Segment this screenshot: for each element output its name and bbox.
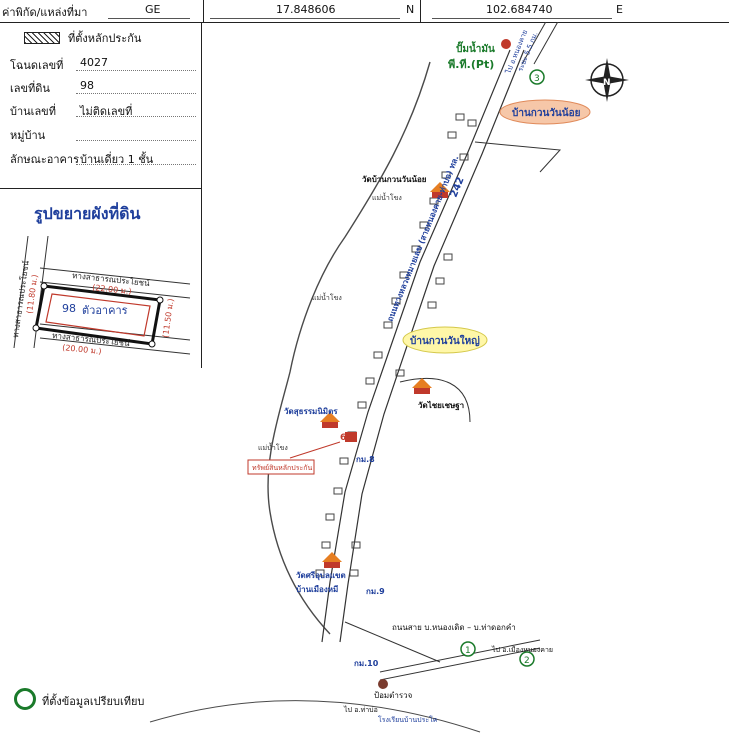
police-box-label: ป้อมตำรวจ <box>374 691 413 700</box>
land-number-value: 98 <box>80 79 94 92</box>
north-unit: N <box>406 3 415 16</box>
village-north-label: บ้านกวนวันน้อย <box>512 107 581 119</box>
compass-icon: N <box>585 58 629 102</box>
location-map: ทรัพย์สินหลักประกัน บ้านกวนวันน้อย บ้านก… <box>149 22 629 733</box>
river-label-3: แม่น้ำโขง <box>258 441 288 452</box>
highway-left-edge <box>321 49 511 643</box>
temple-east-label: วัดไชยเชษฐา <box>418 400 464 411</box>
side-road-north <box>474 141 562 173</box>
river-bank-line <box>267 61 431 635</box>
village-label: หมู่บ้าน <box>10 129 46 142</box>
building-type-label: ลักษณะอาคาร <box>10 153 79 166</box>
road-note: ถนนสาย บ.หนองเดิด – บ.ท่าดอกคำ <box>392 623 516 632</box>
compass-label: N <box>603 78 611 88</box>
gas-station-icon <box>501 39 511 49</box>
marker-1-label: 1 <box>465 646 471 656</box>
land-number-label: เลขที่ดิน <box>10 82 50 95</box>
village-north-ellipse <box>499 99 591 125</box>
coordinate-source: GE <box>145 3 161 16</box>
temple-middle-label: วัดสุธรรมนิมิตร <box>284 407 338 417</box>
river-bank-bottom <box>149 700 481 733</box>
side-road-south <box>344 621 441 663</box>
marker-2-label: 2 <box>524 656 530 666</box>
marker-3 <box>529 69 545 85</box>
gas-station-label: ปั๊มน้ำมัน <box>456 41 495 55</box>
marker-1 <box>460 641 476 657</box>
marker-3-label: 3 <box>534 74 540 84</box>
gas-station-brand: พี.ที.(Pt) <box>448 58 494 71</box>
dim-bottom: (20.00 ม.) <box>62 343 102 356</box>
north-coordinate: 17.848606 <box>276 3 336 16</box>
km-65-label: 65 <box>340 433 353 443</box>
road-to-district <box>379 639 541 673</box>
collateral-legend-label: ที่ตั้งหลักประกัน <box>68 32 142 45</box>
building-type-value: บ้านเดี่ยว 1 ชั้น <box>80 153 154 166</box>
police-box-icon <box>378 679 388 689</box>
parcel-number: 98 <box>62 302 76 315</box>
coordinate-label: ค่าพิกัด/แหล่งที่มา <box>2 6 88 19</box>
plot-title: รูปขยายผังที่ดิน <box>34 204 141 223</box>
dim-top: (22.00 ม.) <box>92 283 132 296</box>
temple-north-label: วัดบ้านกวนวันน้อย <box>362 174 427 184</box>
school-note: โรงเรียนบ้านประโค <box>378 715 438 724</box>
bottom-road-note: ไป อ.ท่าบ่อ <box>343 705 378 714</box>
east-unit: E <box>616 3 623 16</box>
east-coordinate: 102.684740 <box>486 3 553 16</box>
temple-icon <box>320 182 450 568</box>
comparison-label: ที่ตั้งข้อมูลเปรียบเทียบ <box>42 695 145 708</box>
collateral-marker <box>345 432 357 442</box>
marker-2 <box>519 651 535 667</box>
comparison-marker-icon <box>14 688 36 710</box>
highway-right-edge <box>339 49 525 643</box>
km-8-label: กม.8 <box>356 455 375 464</box>
side-road-temple <box>399 377 471 423</box>
building-label: ตัวอาคาร <box>82 304 128 317</box>
river-label-2: แม่น้ำโขง <box>312 291 342 302</box>
plot-enlargement-panel: รูปขยายผังที่ดิน 98 ตัวอาคาร ทางสาธารณปร… <box>0 188 202 368</box>
coordinate-bar: ค่าพิกัด/แหล่งที่มา GE 17.848606 N 102.6… <box>0 0 729 23</box>
deed-number-value: 4027 <box>80 56 108 69</box>
to-district-label: ไป อ.เมืองหนองคาย <box>491 645 553 654</box>
km-9-label: กม.9 <box>366 587 385 596</box>
collateral-note: ทรัพย์สินหลักประกัน <box>252 464 312 472</box>
village-bottom-label: บ้านเมืองหมี <box>296 584 338 594</box>
temple-south-label: วัดศรีอุบลแขต <box>296 570 346 581</box>
km-10-label: กม.10 <box>354 659 379 668</box>
village-south-label: บ้านกวนวันใหญ่ <box>410 334 480 347</box>
deed-number-label: โฉนดเลขที่ <box>10 59 64 72</box>
collateral-note-box <box>247 459 315 475</box>
plot-diagram: 98 ตัวอาคาร ทางสาธารณประโยชน์ (22.00 ม.)… <box>10 235 191 356</box>
house-number-label: บ้านเลขที่ <box>10 105 56 118</box>
house-number-value: ไม่ติดเลขที่ <box>80 105 133 118</box>
river-label-1: แม่น้ำโขง <box>372 191 402 202</box>
collateral-legend-icon <box>24 32 60 44</box>
village-south-ellipse <box>402 326 488 354</box>
info-panel: ที่ตั้งหลักประกัน โฉนดเลขที่ 4027 เลขที่… <box>0 22 202 189</box>
